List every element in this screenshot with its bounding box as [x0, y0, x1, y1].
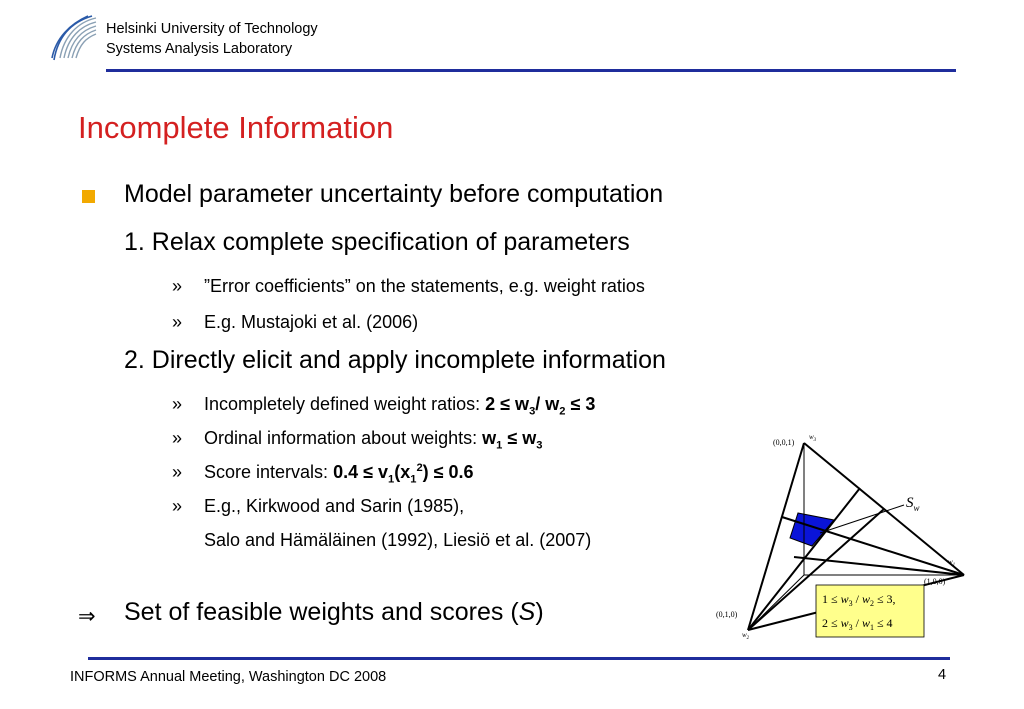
sub-bullet-marker: »: [172, 394, 183, 414]
set-symbol: S: [518, 598, 536, 626]
sub-bullet-score-intervals: Score intervals: 0.4 ≤ v1(x12) ≤ 0.6: [204, 462, 474, 486]
main-bullet-text: Model parameter uncertainty before compu…: [124, 180, 664, 208]
score-intervals-label: Score intervals:: [204, 462, 334, 482]
ratio-constraint-line: [793, 556, 965, 576]
sub-bullet-error-coefficients: ”Error coefficients” on the statements, …: [204, 276, 645, 296]
item-2-text: 2. Directly elicit and apply incomplete …: [124, 346, 666, 374]
sub-bullet-marker: »: [172, 276, 183, 296]
implies-arrow-icon: ⇒: [78, 605, 96, 628]
ordinal-formula: w1 ≤ w3: [482, 428, 543, 452]
axis-label-w3: w3: [809, 433, 817, 443]
bullet-square-icon: [82, 190, 95, 203]
sub-bullet-mustajoki: E.g. Mustajoki et al. (2006): [204, 312, 419, 332]
sub-bullet-ordinal: Ordinal information about weights: w1 ≤ …: [204, 428, 543, 452]
institution-name: Helsinki University of Technology: [106, 21, 318, 37]
sub-bullet-references-line2: Salo and Hämäläinen (1992), Liesiö et al…: [204, 530, 592, 550]
ratio-constraint-line: [781, 516, 965, 576]
footer-text: INFORMS Annual Meeting, Washington DC 20…: [70, 669, 387, 685]
conclusion-label: Set of feasible weights and scores (: [124, 598, 519, 626]
ordinal-label: Ordinal information about weights:: [204, 428, 483, 448]
weight-simplex-diagram: (0,0,1) w3 w1 (1,0,0) (0,1,0) w2 Sw 1 ≤ …: [716, 433, 965, 641]
sub-bullet-marker: »: [172, 496, 183, 516]
sub-bullet-marker: »: [172, 312, 183, 332]
vertex-label-right: (1,0,0): [924, 577, 946, 586]
constraint-2: 2 ≤ w3 / w1 ≤ 4: [822, 616, 893, 632]
sub-bullet-marker: »: [172, 462, 183, 482]
footer-rule: [88, 657, 950, 660]
set-label-pointer: [819, 504, 905, 534]
ratio-constraint-line: [747, 508, 885, 631]
ratio-constraint-line: [747, 487, 861, 631]
score-interval-formula: 0.4 ≤ v1(x12) ≤ 0.6: [333, 462, 474, 486]
conclusion-close: ): [535, 598, 544, 626]
vertex-label-left: (0,1,0): [716, 610, 738, 619]
sub-bullet-marker: »: [172, 428, 183, 448]
axis-label-w2: w2: [742, 631, 750, 641]
vertex-label-top: (0,0,1): [773, 438, 795, 447]
weight-ratio-formula: 2 ≤ w3/ w2 ≤ 3: [485, 394, 596, 418]
university-logo: [51, 15, 97, 61]
slide-title: Incomplete Information: [78, 110, 394, 145]
simplex-edge: [747, 442, 805, 631]
header-rule: [106, 69, 956, 72]
axis-label-w1: w1: [948, 558, 955, 568]
set-label-sw: Sw: [906, 495, 920, 513]
page-number: 4: [938, 667, 947, 683]
feasible-weight-region: [789, 512, 835, 547]
constraint-1: 1 ≤ w3 / w2 ≤ 3,: [822, 592, 896, 608]
item-1-text: 1. Relax complete specification of param…: [124, 228, 630, 256]
constraint-box: [815, 584, 925, 638]
sub-bullet-references-line1: E.g., Kirkwood and Sarin (1985),: [204, 496, 465, 516]
conclusion-text: Set of feasible weights and scores (S): [124, 598, 544, 627]
laboratory-name: Systems Analysis Laboratory: [106, 41, 293, 57]
sub-bullet-weight-ratios: Incompletely defined weight ratios: 2 ≤ …: [204, 394, 596, 418]
weight-ratios-label: Incompletely defined weight ratios:: [204, 394, 486, 414]
